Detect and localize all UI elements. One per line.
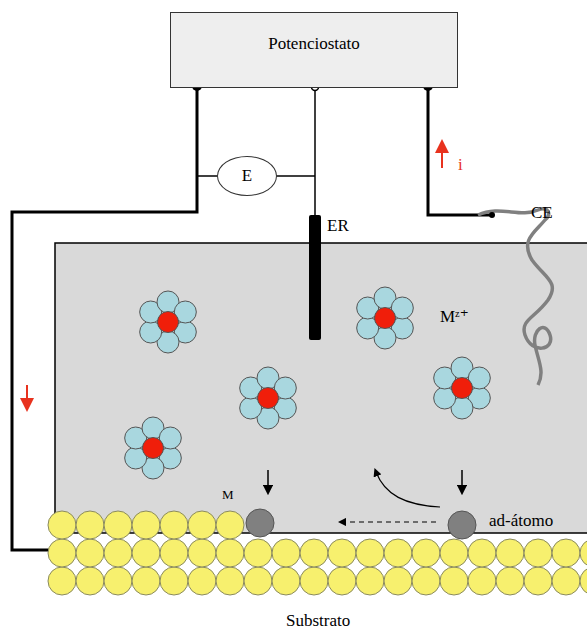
substrate-atom [244,567,272,595]
substrate-atom [496,539,524,567]
electrode-label: ER [327,217,349,236]
ad-atom-label: ad-átomo [489,512,553,531]
deposited-atom [246,509,274,537]
node-text: Potenciostato [268,35,360,54]
current-arrow [441,146,443,168]
metal-ion [158,312,179,333]
substrate-atom [48,567,76,595]
substrate-atom [188,567,216,595]
substrate-atom [328,539,356,567]
substrate-label: Substrato [286,612,350,631]
substrate-atom [132,567,160,595]
substrate-atom [412,567,440,595]
substrate-atom [104,511,132,539]
substrate-atom [160,511,188,539]
substrate-atom [160,567,188,595]
node-text: E [242,167,252,186]
deposition-arrow [267,470,269,490]
metal-ion [452,378,473,399]
substrate-atom [48,511,76,539]
current-label: i [458,156,463,175]
substrate-atom [160,539,188,567]
substrate-atom [76,539,104,567]
electrode-label: CE [531,204,553,223]
substrate-atom [468,567,496,595]
substrate-atom [328,567,356,595]
substrate-atom [580,539,587,567]
substrate-atom [48,539,76,567]
substrate-atom [300,539,328,567]
substrate-atom [552,567,580,595]
substrate-atom [384,539,412,567]
substrate-atom [104,567,132,595]
voltmeter-circle: E [217,156,277,196]
substrate-atom [216,567,244,595]
atom-label: M [222,488,234,502]
substrate-atom [552,539,580,567]
substrate-atom [356,567,384,595]
substrate-atom [412,539,440,567]
ad-atom [448,511,476,539]
substrate-atom [132,539,160,567]
substrate-atom [244,539,272,567]
deposition-arrow [461,470,463,490]
substrate-atom [272,567,300,595]
substrate-atom [76,511,104,539]
substrate-atom [440,539,468,567]
metal-ion [258,388,279,409]
substrate-atom [188,511,216,539]
substrate-atom [132,511,160,539]
substrate-atom [272,539,300,567]
diffusion-arrow [342,521,436,522]
metal-ion [143,438,164,459]
reference-electrode [309,215,321,340]
substrate-atom [104,539,132,567]
substrate-atom [468,539,496,567]
wires [12,86,492,550]
substrate-atom [580,567,587,595]
substrate-atom [496,567,524,595]
substrate-atom [440,567,468,595]
substrate-atom [524,567,552,595]
substrate-atom [300,567,328,595]
ion-label: Mᶻ⁺ [440,308,469,327]
substrate-atom [356,539,384,567]
current-arrow [26,385,28,405]
substrate-atom [384,567,412,595]
substrate-atom [216,539,244,567]
substrate-atom [76,567,104,595]
substrate-atom [524,539,552,567]
potentiostat-box: Potenciostato [170,12,458,88]
metal-ion [375,308,396,329]
substrate-atom [216,511,244,539]
counter-electrode [478,209,552,385]
desorption-arrow [376,472,440,507]
substrate-atom [188,539,216,567]
